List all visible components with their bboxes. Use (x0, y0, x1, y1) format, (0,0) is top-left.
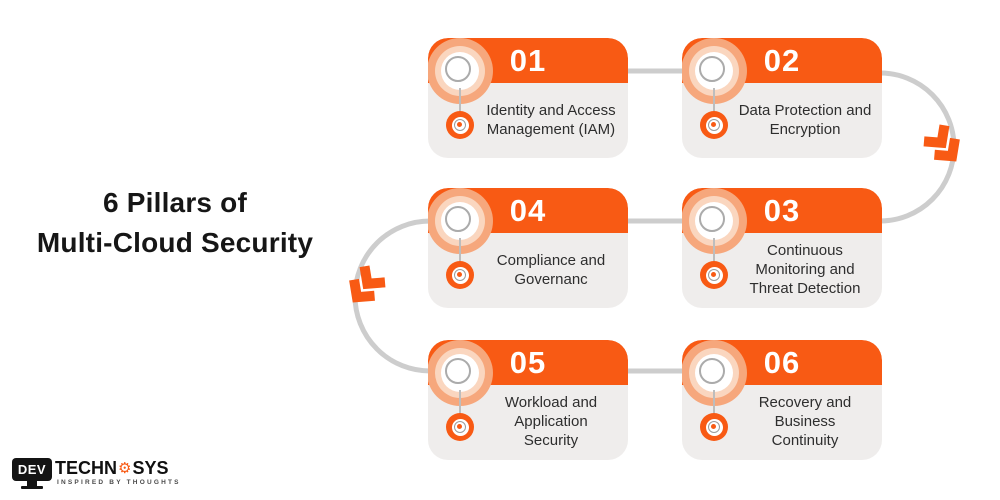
node-connector-line (459, 238, 461, 276)
card-body: Identity and Access Management (IAM) (478, 83, 624, 158)
card-number: 01 (509, 43, 547, 78)
card-body: Workload and Application Security (478, 385, 624, 460)
chevron-down-icon (923, 124, 960, 162)
pillar-card-03: 03 Continuous Monitoring and Threat Dete… (682, 188, 882, 308)
bullet-target-icon (446, 413, 474, 441)
logo-brand-name: TECHN⚙SYS (55, 458, 169, 478)
pillar-card-04: 04 Compliance and Governanc (428, 188, 628, 308)
card-text: Recovery and Business Continuity (758, 394, 852, 449)
card-text: Identity and Access Management (IAM) (486, 101, 616, 138)
page-title-line1: 6 Pillars of (102, 187, 247, 218)
card-body: Data Protection and Encryption (732, 83, 878, 158)
page-title-line2: Multi-Cloud Security (36, 227, 314, 258)
bullet-target-icon (446, 111, 474, 139)
node-connector-line (459, 88, 461, 126)
pillar-card-02: 02 Data Protection and Encryption (682, 38, 882, 158)
card-number: 06 (763, 345, 801, 380)
bullet-target-icon (700, 261, 728, 289)
card-body: Recovery and Business Continuity (732, 385, 878, 460)
monitor-icon: DEV (12, 458, 54, 492)
chevron-down-icon (349, 265, 386, 303)
card-text: Data Protection and Encryption (738, 101, 872, 138)
pillar-card-01: 01 Identity and Access Management (IAM) (428, 38, 628, 158)
node-connector-line (459, 390, 461, 428)
node-connector-line (713, 390, 715, 428)
card-text: Continuous Monitoring and Threat Detecti… (749, 242, 861, 297)
card-text: Workload and Application Security (504, 394, 598, 449)
card-number: 03 (763, 193, 801, 228)
node-connector-line (713, 238, 715, 276)
gear-icon: ⚙ (118, 459, 132, 477)
devtechnosys-logo: DEV TECHN⚙SYS INSPIRED BY THOUGHTS (12, 458, 181, 492)
card-number: 02 (763, 43, 801, 78)
bullet-target-icon (700, 413, 728, 441)
card-body: Continuous Monitoring and Threat Detecti… (732, 233, 878, 308)
bullet-target-icon (700, 111, 728, 139)
pillar-card-05: 05 Workload and Application Security (428, 340, 628, 460)
card-number: 05 (509, 345, 547, 380)
logo-monitor-text: DEV (17, 462, 47, 477)
pillar-card-06: 06 Recovery and Business Continuity (682, 340, 882, 460)
card-text: Compliance and Governanc (496, 251, 606, 288)
card-number: 04 (509, 193, 547, 228)
bullet-target-icon (446, 261, 474, 289)
node-connector-line (713, 88, 715, 126)
page-title: 6 Pillars of Multi-Cloud Security (25, 183, 325, 263)
card-body: Compliance and Governanc (478, 233, 624, 308)
logo-tagline: INSPIRED BY THOUGHTS (57, 479, 181, 486)
